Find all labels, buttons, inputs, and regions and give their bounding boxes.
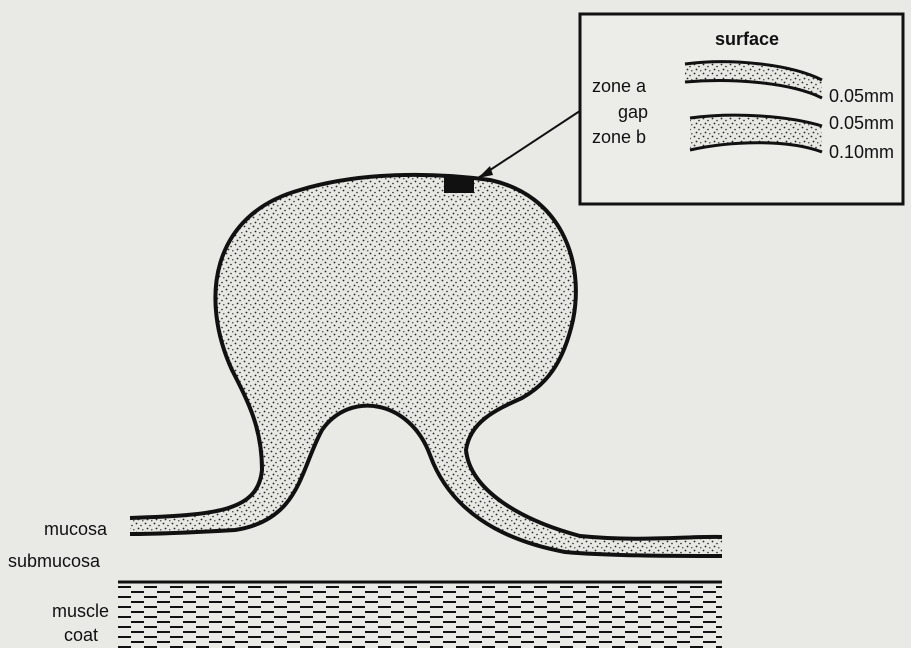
zone-b-thickness: 0.10mm	[829, 142, 894, 162]
zone-a-label: zone a	[592, 76, 647, 96]
sample-block	[444, 176, 474, 193]
surface-label: surface	[715, 29, 779, 49]
muscle-label: muscle	[52, 601, 109, 621]
submucosa-label: submucosa	[8, 551, 101, 571]
mucosa-label: mucosa	[44, 519, 108, 539]
pointer-arrow-line	[478, 103, 592, 178]
coat-label: coat	[64, 625, 98, 645]
polyp-body	[130, 175, 722, 556]
pointer-arrow-head	[478, 166, 493, 178]
zone-a-thickness: 0.05mm	[829, 86, 894, 106]
gap-thickness: 0.05mm	[829, 113, 894, 133]
muscle-coat-layer	[118, 584, 722, 648]
zone-b-label: zone b	[592, 127, 646, 147]
gap-label: gap	[618, 102, 648, 122]
